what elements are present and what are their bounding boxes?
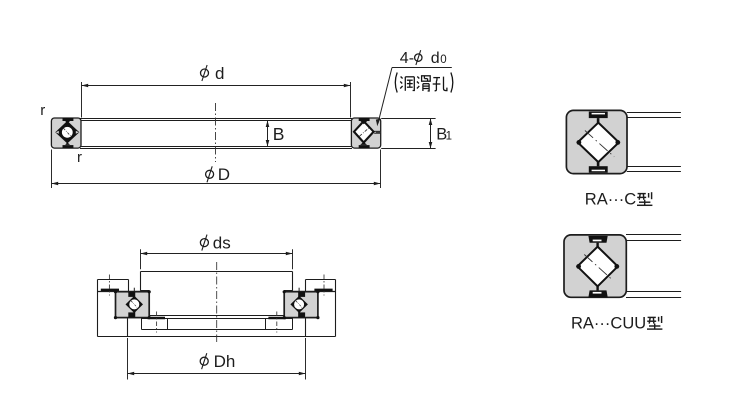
svg-text:r: r xyxy=(77,149,82,166)
svg-text:RA···C: RA···C xyxy=(585,191,636,209)
svg-text:1: 1 xyxy=(446,131,452,143)
svg-text:B: B xyxy=(273,124,285,144)
svg-text:r: r xyxy=(40,102,45,119)
svg-text:ds: ds xyxy=(213,233,231,252)
svg-text:d: d xyxy=(431,50,440,67)
svg-text:Dh: Dh xyxy=(214,352,236,371)
svg-text:0: 0 xyxy=(440,54,446,66)
svg-text:D: D xyxy=(218,165,230,184)
svg-text:RA···CUU: RA···CUU xyxy=(571,314,646,332)
svg-text:B: B xyxy=(436,126,447,144)
svg-text:d: d xyxy=(215,64,224,83)
svg-text:4-: 4- xyxy=(400,50,414,67)
